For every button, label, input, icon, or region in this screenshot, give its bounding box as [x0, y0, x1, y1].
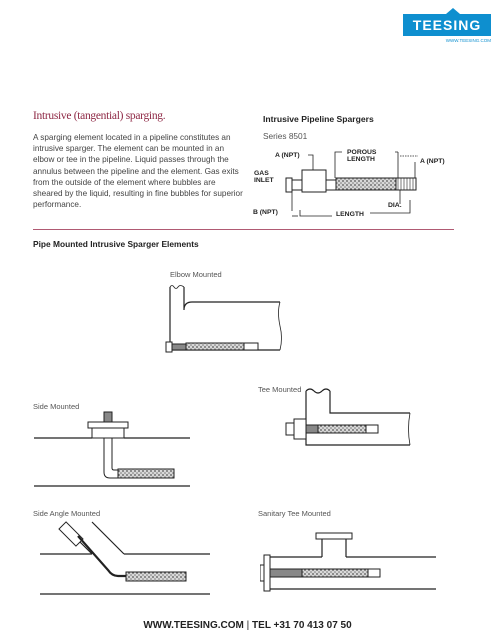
label-b-npt: B (NPT): [253, 209, 278, 216]
side-angle-mounted-diagram: [40, 521, 210, 595]
label-gas: GAS: [254, 170, 269, 177]
logo-notch: [446, 8, 460, 14]
sanitary-tee-mounted-diagram: [260, 532, 436, 592]
logo-url: WWW.TEESING.COM: [445, 38, 491, 43]
series-label: Series 8501: [263, 131, 308, 141]
footer-url[interactable]: WWW.TEESING.COM: [143, 620, 244, 631]
label-a-npt-left: A (NPT): [275, 152, 300, 159]
sparger-spec-diagram: A (NPT) POROUS LENGTH A (NPT) GAS INLET …: [253, 149, 445, 218]
section-divider: [33, 229, 454, 230]
spargers-title: Intrusive Pipeline Spargers: [263, 114, 374, 124]
footer-tel: TEL +31 70 413 07 50: [252, 620, 352, 631]
side-mounted-diagram: [34, 411, 190, 487]
label-length: LENGTH: [336, 211, 364, 218]
label-inlet: INLET: [254, 177, 274, 184]
section-body: A sparging element located in a pipeline…: [33, 133, 243, 210]
teesing-logo: TEESING: [403, 14, 491, 36]
label-porous: POROUS: [347, 149, 377, 156]
section-title: Intrusive (tangential) sparging.: [33, 110, 166, 122]
footer-separator: |: [246, 620, 250, 631]
label-dia: DIA.: [388, 202, 402, 209]
elbow-mounted-diagram: [165, 285, 282, 353]
caption-side-angle: Side Angle Mounted: [33, 509, 101, 518]
elements-title: Pipe Mounted Intrusive Sparger Elements: [33, 239, 199, 249]
tee-mounted-diagram: [285, 388, 411, 446]
label-a-npt-right: A (NPT): [420, 158, 445, 165]
caption-side: Side Mounted: [33, 402, 80, 411]
caption-tee: Tee Mounted: [258, 385, 302, 394]
caption-elbow: Elbow Mounted: [170, 270, 222, 279]
label-porous-length: LENGTH: [347, 156, 375, 163]
caption-sanitary-tee: Sanitary Tee Mounted: [258, 509, 331, 518]
page-footer: WWW.TEESING.COM | TEL +31 70 413 07 50: [0, 620, 495, 631]
